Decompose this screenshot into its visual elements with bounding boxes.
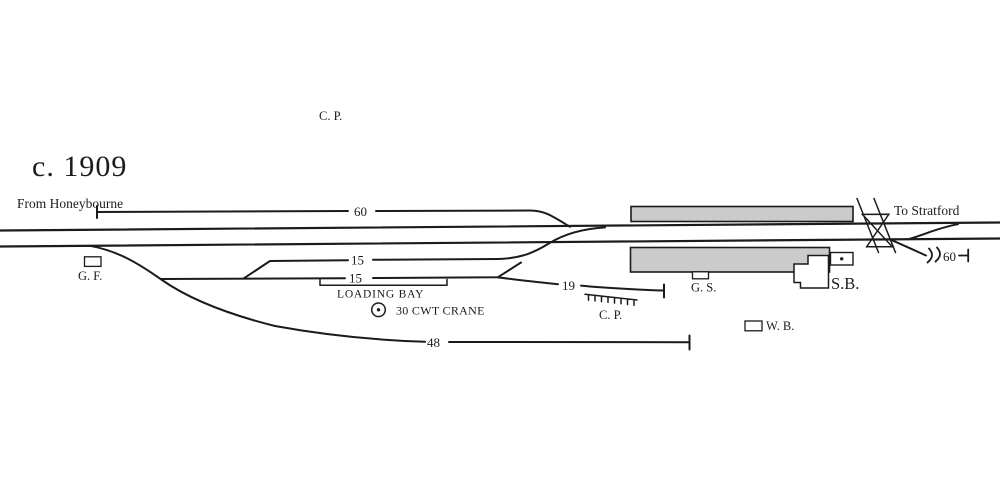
- track-upper-main: [0, 221, 1000, 232]
- track-lower-main: [0, 237, 1000, 248]
- siding-19-dock: [497, 276, 665, 299]
- label-cp-dock: C. P.: [599, 308, 622, 322]
- siding-15-lower: [160, 261, 522, 280]
- label-weighbridge: W. B.: [766, 319, 794, 333]
- crossover-east: [907, 223, 959, 241]
- siding-60-honeybourne: [96, 209, 571, 228]
- capacity-60-stratford: 60: [943, 249, 956, 264]
- capacity-19-dock: 19: [562, 278, 575, 293]
- era-caption: c. 1909: [32, 150, 127, 183]
- capacity-15-upper: 15: [351, 253, 364, 268]
- siding-15-upper: [242, 226, 606, 280]
- platform-up: [630, 205, 854, 223]
- ground-frame-box: [83, 256, 102, 268]
- signal-box-building: [793, 254, 830, 289]
- label-signal-box: S.B.: [831, 274, 859, 293]
- hut-dot: [840, 257, 844, 261]
- crane-icon-dot: [376, 308, 381, 312]
- dock-hatching: [584, 293, 638, 306]
- capacity-15-lower: 15: [349, 271, 362, 286]
- route-to-label: To Stratford: [894, 203, 960, 218]
- weighbridge-box: [744, 320, 763, 332]
- goods-shed-box: [691, 271, 710, 280]
- label-crane: 30 CWT CRANE: [396, 304, 485, 318]
- siding-48-long: [89, 244, 691, 351]
- capacity-48-long: 48: [427, 335, 440, 350]
- label-goods-shed: G. S.: [691, 281, 716, 295]
- loading-bay-bracket: [319, 278, 448, 286]
- label-ground-frame: G. F.: [78, 269, 102, 283]
- label-cp-yard: C. P.: [319, 109, 342, 123]
- level-crossing-symbol: [856, 197, 897, 254]
- break-marks: [926, 246, 941, 264]
- route-from-label: From Honeybourne: [17, 196, 123, 211]
- label-loading-bay: LOADING BAY: [337, 289, 424, 301]
- siding-60-stratford-stub: [890, 238, 927, 257]
- siding-60-stratford-end-tick: [958, 248, 970, 263]
- capacity-60-honeybourne: 60: [354, 204, 367, 219]
